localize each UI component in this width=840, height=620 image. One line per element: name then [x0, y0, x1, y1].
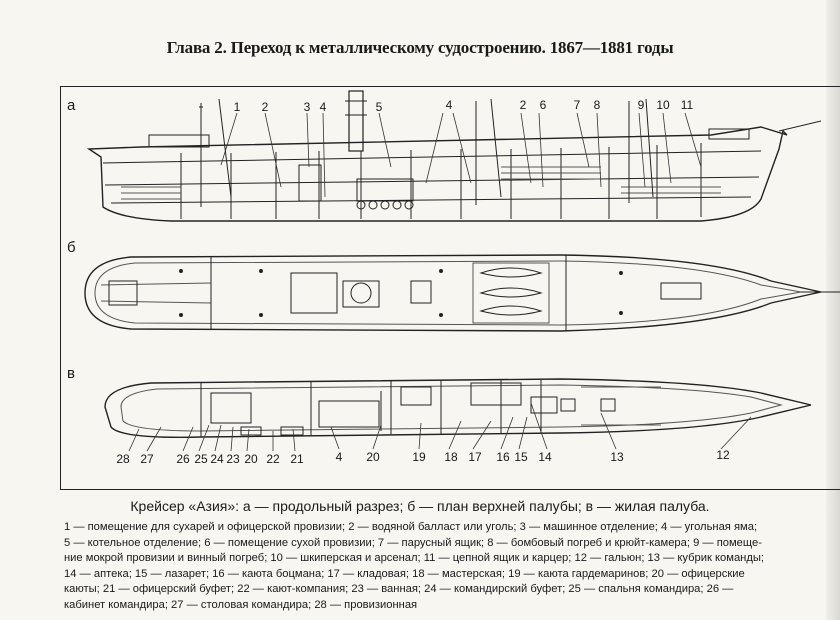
callout-number: 7 [573, 98, 581, 112]
callout-number: 5 [375, 100, 383, 114]
callout-number: 4 [335, 450, 343, 464]
ship-drawing-figure: а б в 1 2 3 4 5 4 2 6 7 8 9 10 11 28 27 … [60, 86, 840, 490]
living-deck-plan-drawing [104, 378, 812, 452]
callout-number: 18 [444, 450, 458, 464]
callout-number: 1 [233, 100, 241, 114]
callout-number: 8 [593, 98, 601, 112]
figure-legend: 1 — помещение для сухарей и офицерской п… [64, 520, 824, 614]
callout-number: 23 [226, 452, 240, 466]
callout-number: 4 [319, 100, 327, 114]
callout-number: 3 [303, 100, 311, 114]
panel-label-b: б [67, 239, 76, 256]
panel-label-v: в [67, 365, 75, 382]
longitudinal-section-drawing [86, 90, 822, 222]
upper-deck-plan-drawing [84, 254, 840, 332]
legend-line: ние мокрой провизии и винный погреб; 10 … [64, 552, 765, 565]
callout-number: 19 [412, 450, 426, 464]
callout-number: 4 [445, 98, 453, 112]
callout-number: 20 [244, 452, 258, 466]
legend-line: 1 — помещение для сухарей и офицерской п… [64, 521, 758, 533]
callout-number: 2 [519, 98, 527, 112]
callout-number: 21 [290, 452, 304, 466]
ship-drawings [84, 90, 840, 452]
callout-number: 24 [210, 452, 224, 466]
callout-number: 13 [610, 450, 624, 464]
callout-number: 9 [637, 98, 645, 112]
legend-line: 14 — аптека; 15 — лазарет; 16 — каюта бо… [64, 567, 745, 580]
callout-number: 6 [539, 98, 547, 112]
callout-number: 16 [496, 450, 510, 464]
callout-number: 2 [261, 100, 269, 114]
callout-number: 10 [656, 98, 670, 112]
legend-line: каюты; 21 — офицерский буфет; 22 — кают-… [64, 583, 734, 596]
running-head: Глава 2. Переход к металлическому судост… [166, 38, 674, 57]
callout-number: 14 [538, 450, 552, 464]
callout-number: 17 [468, 450, 482, 464]
panel-label-a: а [67, 97, 76, 114]
callout-number: 11 [680, 98, 694, 112]
callout-number: 15 [514, 450, 528, 464]
figure-caption-title: Крейсер «Азия»: а — продольный разрез; б… [130, 498, 710, 514]
callout-number: 22 [266, 452, 280, 466]
callout-number: 26 [176, 452, 190, 466]
legend-line: кабинет командира; 27 — столовая команди… [64, 598, 418, 611]
page-edge-shadow [826, 0, 840, 620]
callout-number: 20 [366, 450, 380, 464]
callout-number: 25 [194, 452, 208, 466]
callout-number: 12 [716, 448, 730, 462]
legend-line: 5 — котельное отделение; 6 — помещение с… [64, 536, 762, 549]
callout-number: 28 [116, 452, 130, 466]
callout-number: 27 [140, 452, 154, 466]
